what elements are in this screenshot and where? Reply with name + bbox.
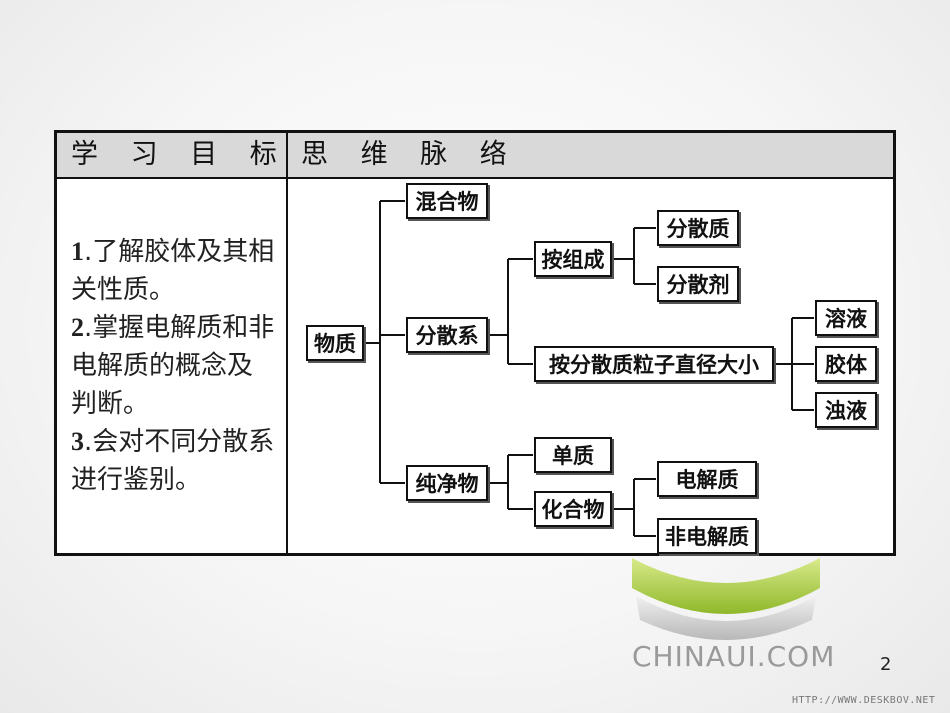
node-dispersion-system: 分散系	[406, 317, 488, 353]
node-dispersed-phase: 分散质	[657, 210, 739, 246]
node-substance: 物质	[306, 325, 364, 361]
header-learning-goals: 学 习 目 标	[71, 139, 289, 170]
node-compound: 化合物	[534, 491, 612, 527]
header-mind-map: 思 维 脉 络	[301, 139, 519, 170]
node-by-particle-size: 按分散质粒子直径大小	[534, 346, 774, 382]
goal-item-3: 3.会对不同分散系进行鉴别。	[71, 427, 275, 495]
column-divider	[286, 133, 288, 553]
node-solution: 溶液	[815, 300, 877, 336]
mind-map: 物质 混合物 分散系 按组成 分散质 分散剂 按分散质粒子直径大小 溶液 胶体 …	[302, 181, 882, 554]
node-dispersing-medium: 分散剂	[657, 266, 739, 302]
node-element: 单质	[534, 437, 612, 473]
node-pure-substance: 纯净物	[406, 465, 488, 501]
chinaui-logo: CHINAUI.COM	[632, 640, 836, 673]
node-by-composition: 按组成	[534, 241, 612, 277]
table-header: 学 习 目 标 思 维 脉 络	[57, 133, 893, 179]
mind-map-connectors	[364, 200, 814, 537]
decorative-puck-icon	[632, 558, 820, 640]
goal-item-1: 1.了解胶体及其相关性质。	[71, 237, 275, 305]
objectives-table: 学 习 目 标 思 维 脉 络 1.了解胶体及其相关性质。 2.掌握电解质和非电…	[54, 130, 896, 556]
node-electrolyte: 电解质	[657, 461, 757, 497]
goal-item-2: 2.掌握电解质和非电解质的概念及判断。	[71, 313, 275, 419]
node-non-electrolyte: 非电解质	[657, 518, 757, 554]
page-number: 2	[880, 654, 892, 675]
node-colloid: 胶体	[815, 346, 877, 382]
node-mixture: 混合物	[406, 183, 488, 219]
node-suspension: 浊液	[815, 392, 877, 428]
learning-goals-list: 1.了解胶体及其相关性质。 2.掌握电解质和非电解质的概念及判断。 3.会对不同…	[71, 233, 276, 499]
footer-url: HTTP://WWW.DESKBOV.NET	[792, 695, 936, 706]
